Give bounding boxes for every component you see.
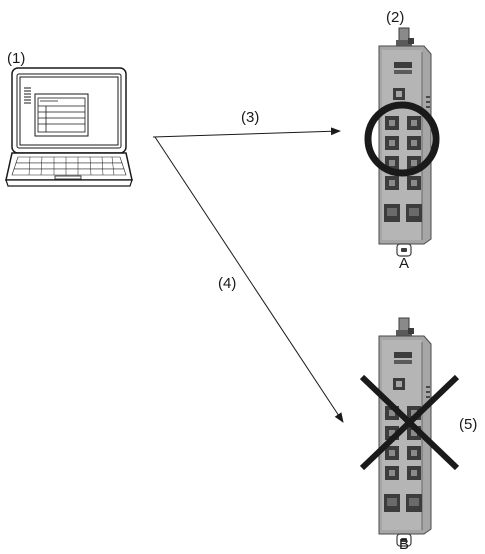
label-device-b: B: [399, 536, 409, 553]
label-device-a: A: [399, 255, 409, 272]
arrow-to-a: [152, 127, 341, 138]
network-module-icon: [378, 27, 432, 257]
label-arrow-to-b: (4): [218, 275, 236, 292]
label-rejected: (5): [459, 416, 477, 433]
arrow-to-b: [154, 136, 344, 423]
label-module-tag: (2): [386, 9, 404, 26]
label-computer: (1): [7, 50, 25, 67]
cross-icon: [359, 374, 460, 471]
laptop-icon: [5, 67, 133, 187]
label-arrow-to-a: (3): [241, 109, 259, 126]
circle-highlight-icon: [364, 101, 440, 177]
